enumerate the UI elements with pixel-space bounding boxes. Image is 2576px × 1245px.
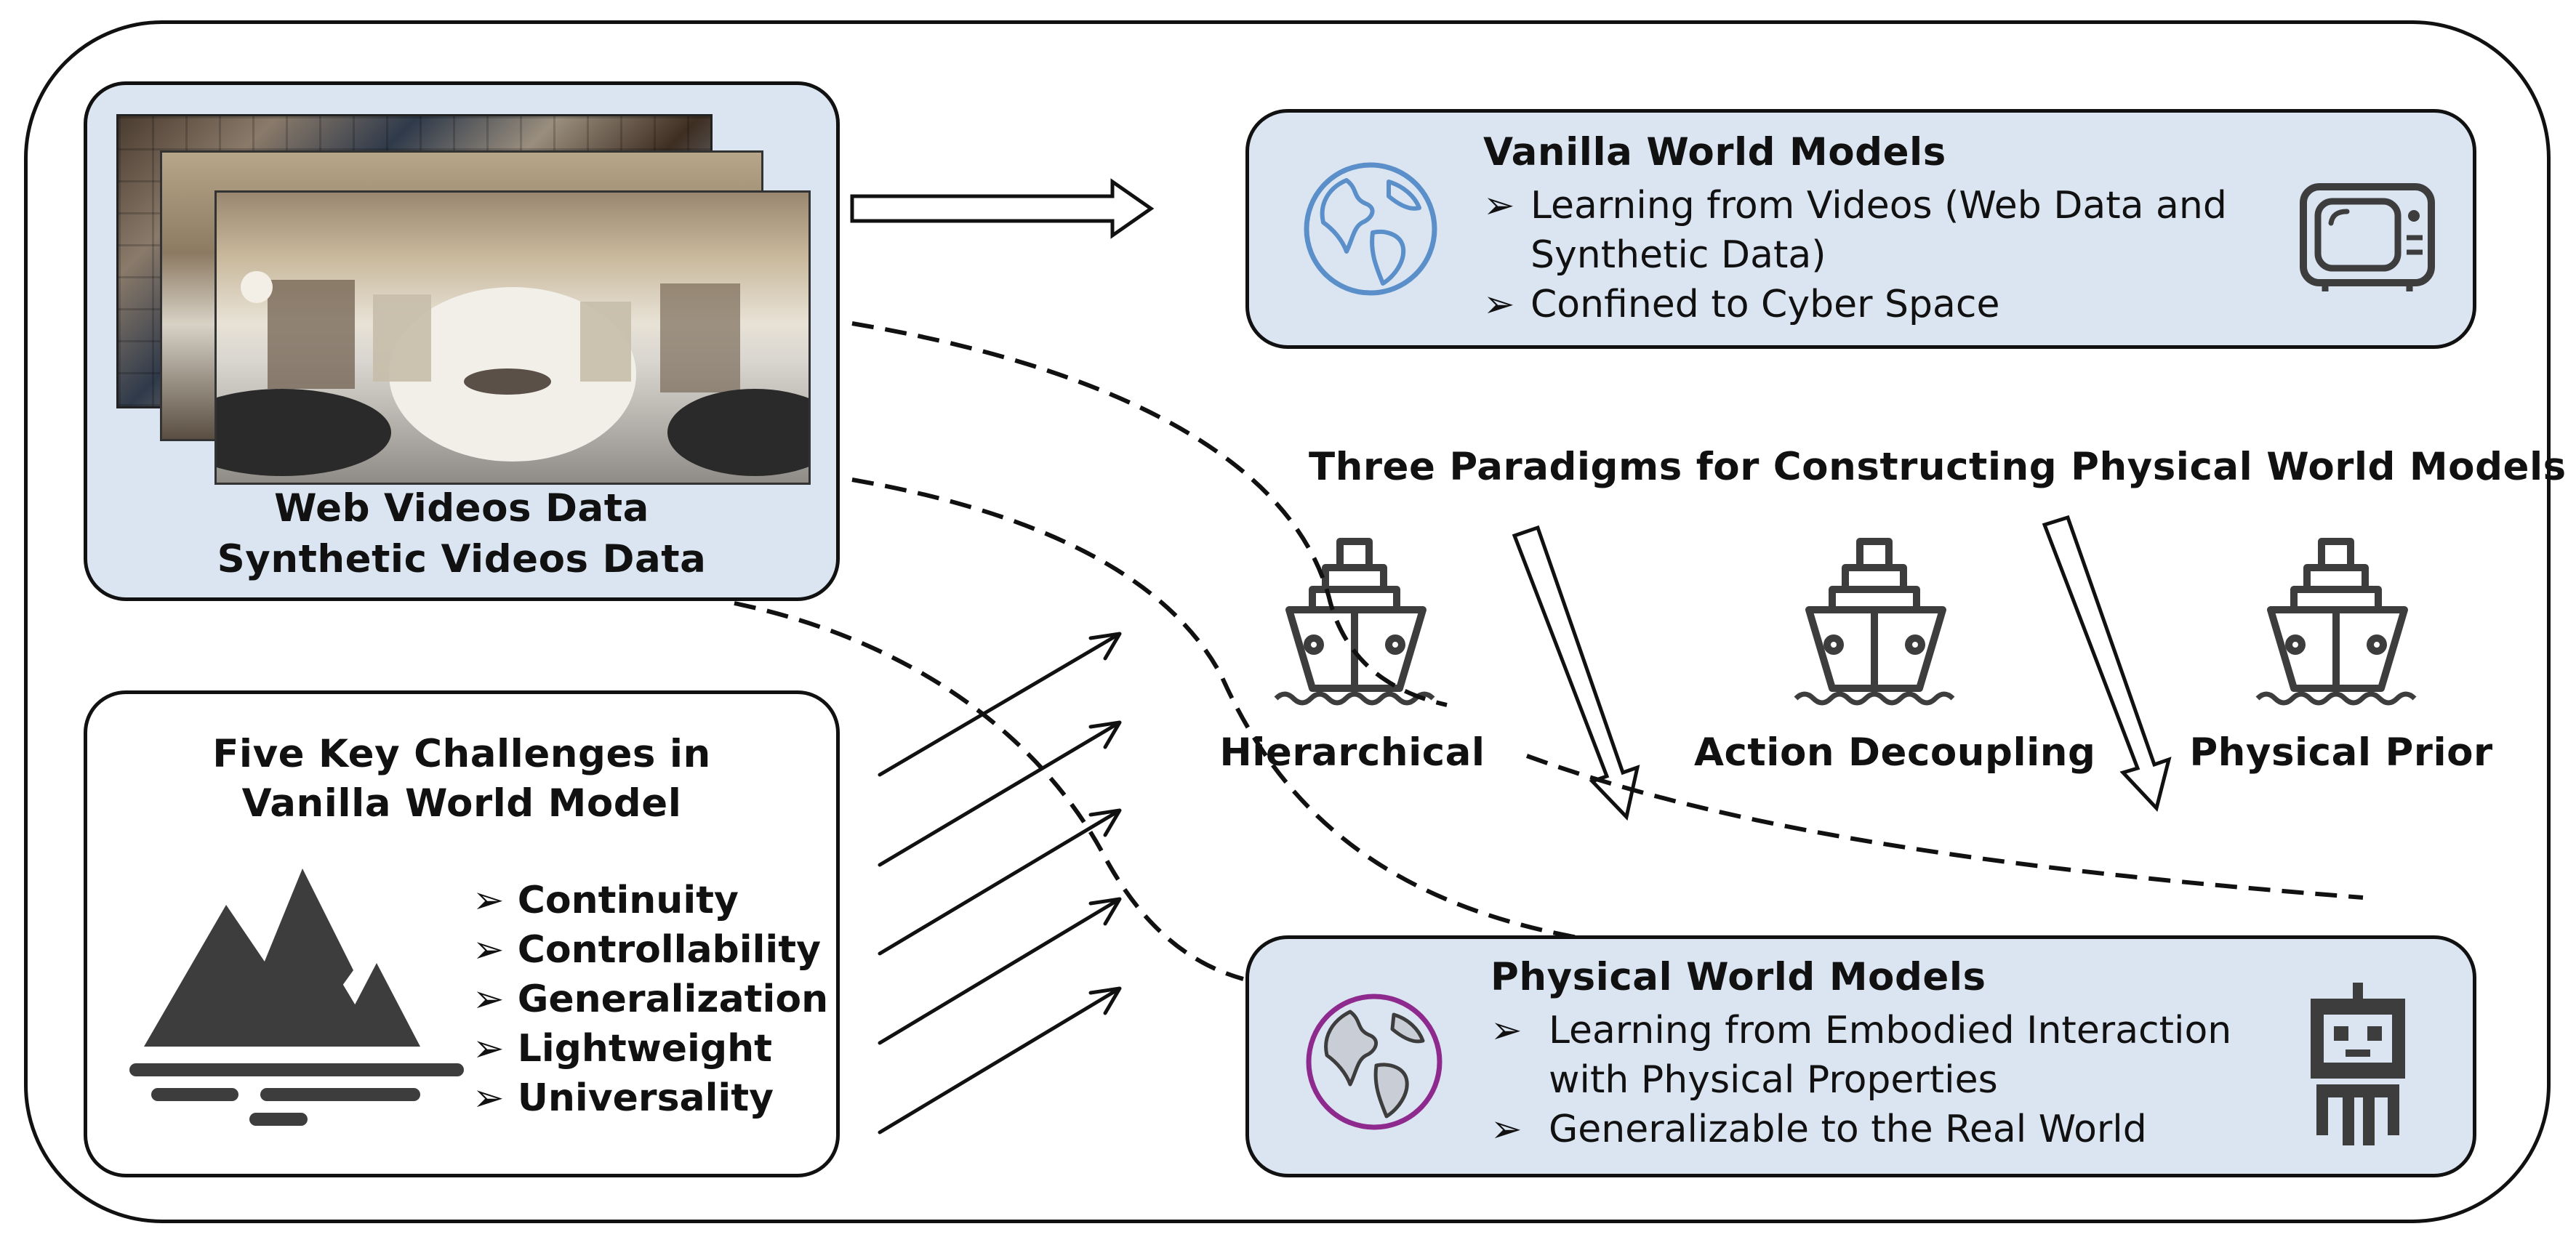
- outer-frame: [24, 20, 2551, 1223]
- vanilla-title: Vanilla World Models: [1483, 130, 1946, 174]
- dashed-curve-4: [1525, 754, 2364, 900]
- challenge-item-generalization: ➢ Generalization: [473, 978, 829, 1021]
- vanilla-bullet2-marker: ➢: [1483, 283, 1515, 326]
- physical-title: Physical World Models: [1490, 955, 1986, 999]
- challenges-list: ➢ Continuity ➢ Controllability ➢ General…: [473, 876, 828, 1123]
- challenges-title-line1: Five Key Challenges in: [212, 732, 711, 776]
- challenges-title-line2: Vanilla World Model: [241, 781, 682, 826]
- challenge-item-controllability: ➢ Controllability: [473, 928, 822, 972]
- dashed-curve-1: [851, 321, 1448, 707]
- mountain-icon: [129, 869, 464, 1126]
- challenge-arrow-5: [878, 986, 1122, 1135]
- physical-globe-icon: [1306, 994, 1443, 1130]
- challenge-arrow-4: [878, 897, 1122, 1045]
- physical-world-models-panel: Physical World Models ➢ Learning from Em…: [1245, 935, 2476, 1177]
- source-caption-line2: Synthetic Videos Data: [217, 537, 707, 581]
- physical-bullet1-marker: ➢: [1490, 1009, 1522, 1052]
- challenge-item-continuity: ➢ Continuity: [473, 879, 739, 922]
- vanilla-globe-icon: [1304, 162, 1437, 296]
- physical-bullet2-marker: ➢: [1490, 1108, 1522, 1151]
- paradigms-heading: Three Paradigms for Constructing Physica…: [1309, 445, 2567, 489]
- physical-bullet1-line2: with Physical Properties: [1549, 1058, 1998, 1102]
- robot-icon: [2311, 983, 2405, 1145]
- ship-icon: [1794, 538, 1955, 706]
- to-vanilla-arrow: [850, 178, 1155, 239]
- dashed-curve-2: [851, 478, 1578, 940]
- challenge-item-lightweight: ➢ Lightweight: [473, 1027, 772, 1071]
- source-caption-line1: Web Videos Data: [274, 486, 649, 531]
- challenge-item-universality: ➢ Universality: [473, 1076, 774, 1120]
- video-data-panel: Web Videos Data Synthetic Videos Data: [84, 81, 840, 601]
- vanilla-world-models-panel: Vanilla World Models ➢ Learning from Vid…: [1245, 109, 2476, 349]
- vanilla-bullet1-line2: Synthetic Data): [1530, 233, 1826, 277]
- ship-icon: [2255, 538, 2417, 706]
- physical-bullet2: Generalizable to the Real World: [1549, 1108, 2147, 1151]
- vanilla-bullet1-marker: ➢: [1483, 184, 1515, 227]
- vanilla-bullet2: Confined to Cyber Space: [1530, 283, 2000, 326]
- paradigm-arrow-1: [1512, 525, 1640, 821]
- challenge-arrow-2: [878, 720, 1122, 867]
- paradigm-label-action-decoupling: Action Decoupling: [1694, 730, 2096, 775]
- panorama-room-frame: [214, 190, 811, 485]
- vanilla-bullet1-line1: Learning from Videos (Web Data and: [1530, 184, 2227, 227]
- physical-bullet1-line1: Learning from Embodied Interaction: [1549, 1009, 2232, 1052]
- tv-icon: [2300, 183, 2435, 291]
- challenge-arrow-1: [878, 632, 1122, 777]
- paradigm-label-physical-prior: Physical Prior: [2189, 730, 2493, 775]
- challenges-panel: Five Key Challenges in Vanilla World Mod…: [84, 690, 840, 1177]
- challenge-arrow-3: [878, 808, 1122, 956]
- paradigm-arrow-2: [2042, 515, 2172, 813]
- dashed-curve-3: [734, 601, 1244, 981]
